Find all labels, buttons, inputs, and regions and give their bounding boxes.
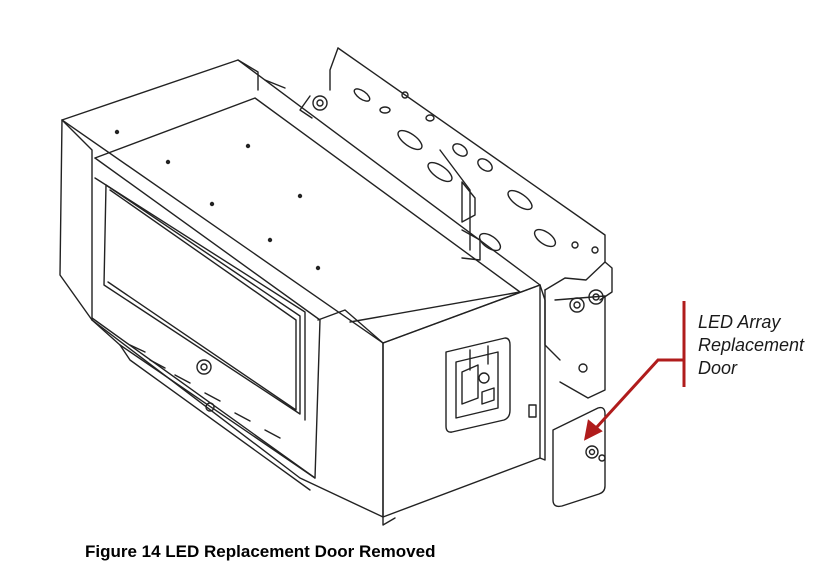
led-replacement-door [552, 406, 606, 508]
callout-line-1: LED Array [698, 312, 781, 332]
mounting-bracket [299, 47, 613, 399]
end-connector [445, 337, 537, 433]
callout-line-3: Door [698, 358, 738, 378]
figure-caption: Figure 14 LED Replacement Door Removed [85, 542, 436, 561]
callout-leader [583, 301, 686, 441]
callout-line-2: Replacement [698, 335, 805, 355]
callout-label: LED Array Replacement Door [698, 311, 828, 380]
fixture-housing [59, 59, 546, 526]
